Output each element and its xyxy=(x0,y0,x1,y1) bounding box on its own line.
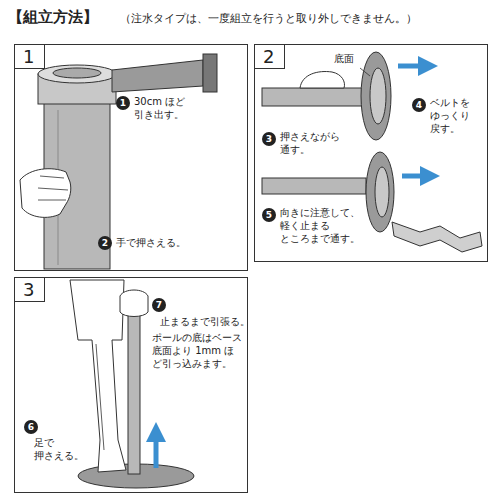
pole xyxy=(128,292,140,474)
step-number: 2 xyxy=(255,45,285,69)
belt xyxy=(112,60,203,92)
callout-number: 4 xyxy=(412,98,426,112)
cap-inner xyxy=(53,68,101,78)
belt-clip xyxy=(203,54,217,92)
base-disc xyxy=(366,152,394,232)
callout-number: 6 xyxy=(24,420,38,434)
fingers xyxy=(38,176,68,200)
instruction-note: ポールの底はベース底面より 1mm ほど引っ込みます。 xyxy=(152,331,244,370)
base-inner xyxy=(375,167,389,217)
hand xyxy=(300,72,345,88)
panel-2-art xyxy=(262,52,482,252)
pole-horizontal xyxy=(262,178,366,194)
step-panel: 1 xyxy=(14,44,248,271)
instruction-note: 手で押さえる。 xyxy=(116,236,186,249)
move-arrow xyxy=(398,64,428,69)
instruction-note: 底面 xyxy=(334,52,354,65)
callout-number: 5 xyxy=(262,208,276,222)
title: 【組立方法】 xyxy=(8,8,98,27)
instruction-note: ベルトを ゆっくり 戻す。 xyxy=(430,96,484,135)
belt xyxy=(392,222,482,252)
callout-number: 1 xyxy=(116,96,130,110)
callout-number: 3 xyxy=(262,132,276,146)
panel-1-art xyxy=(20,54,217,269)
instruction-note: 足で 押さえる。 xyxy=(34,436,90,462)
panel-3-art xyxy=(70,280,194,488)
hand xyxy=(20,169,71,218)
person-legs xyxy=(70,280,126,472)
instruction-note: 向きに注意して、 軽く止まる ところまで通す。 xyxy=(280,206,370,245)
hands xyxy=(120,290,148,317)
leader-line xyxy=(360,68,370,76)
instruction-note: 30cm ほど 引き出す。 xyxy=(134,95,198,121)
base-inner xyxy=(370,68,386,124)
pole-cap xyxy=(38,65,116,83)
step-number: 3 xyxy=(15,278,45,302)
pull-arrow xyxy=(154,432,159,468)
instruction-note: 押さえながら 通す。 xyxy=(280,130,350,156)
step-number: 1 xyxy=(15,45,45,69)
callout-number: 2 xyxy=(98,236,112,250)
move-arrow xyxy=(402,174,430,179)
instruction-note: 止まるまで引張る。 xyxy=(160,315,250,328)
leg-line xyxy=(96,344,104,450)
pole-horizontal xyxy=(262,88,362,106)
base-disc xyxy=(361,52,391,140)
instruction-note: （注水タイプは、一度組立を行うと取り外しできません。） xyxy=(120,12,417,26)
callout-number: 7 xyxy=(152,298,166,312)
